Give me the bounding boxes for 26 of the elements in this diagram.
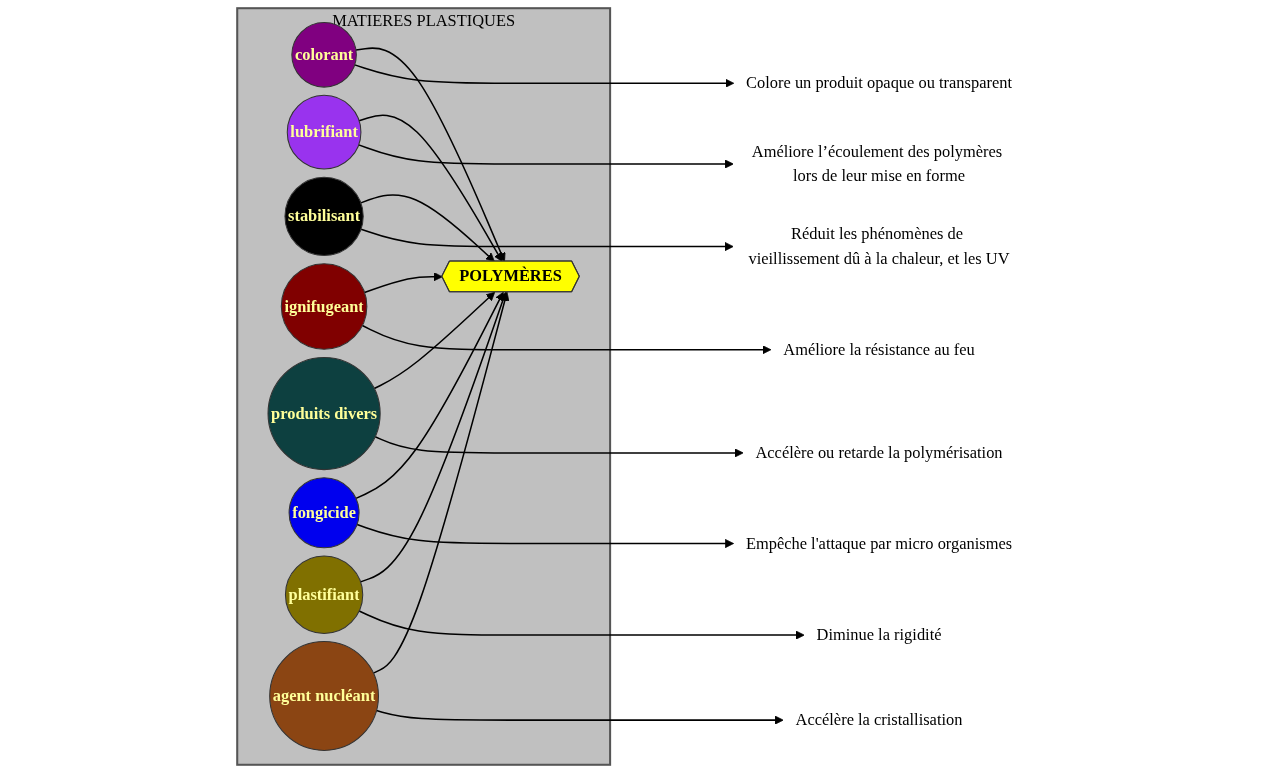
node-circle: stabilisant bbox=[283, 176, 364, 256]
arrow bbox=[372, 291, 509, 674]
node-text: Accélère la cristallisation bbox=[795, 710, 962, 729]
node-circle: lubrifiant bbox=[286, 94, 361, 170]
node-circle: agent nucléant bbox=[268, 641, 379, 751]
arrow bbox=[359, 194, 495, 262]
node-circle: ignifugeant bbox=[280, 263, 367, 350]
node-text: Améliore l’écoulement des polymères lors de leur mise en forme bbox=[751, 142, 1002, 185]
arrow bbox=[357, 610, 805, 640]
node-text: Diminue la rigidité bbox=[816, 625, 941, 644]
arrow bbox=[363, 272, 443, 294]
node-circle: produits divers bbox=[267, 356, 381, 471]
node-text: Empêche l'attaque par micro organismes bbox=[745, 534, 1012, 552]
arrow bbox=[354, 291, 504, 500]
node-circle: plastifiant bbox=[284, 555, 363, 634]
node-text: Accélère ou retarde la polymérisation bbox=[754, 443, 1003, 462]
arrow bbox=[359, 291, 507, 583]
arrow bbox=[357, 144, 734, 169]
arrow bbox=[361, 324, 771, 355]
arrow bbox=[353, 64, 734, 88]
node-circle: fongicide bbox=[288, 477, 360, 549]
arrow bbox=[359, 228, 734, 252]
node-text: Améliore la résistance au feu bbox=[782, 340, 975, 358]
node-text: Colore un produit opaque ou transparent bbox=[745, 74, 1012, 92]
arrow bbox=[373, 291, 495, 390]
node-text: Réduit les phénomènes de vieillissement dû à la chaleur, et les UV bbox=[747, 224, 1010, 268]
